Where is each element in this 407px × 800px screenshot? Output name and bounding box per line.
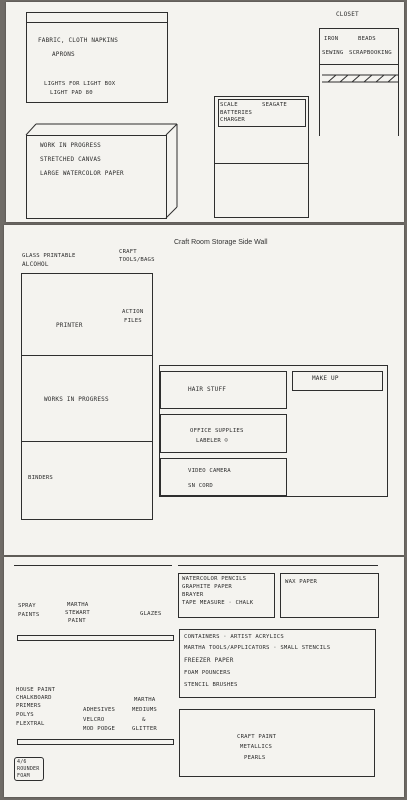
fabric-line-4: LIGHT PAD 80: [50, 90, 93, 96]
makeup-bin: [292, 371, 383, 391]
printer-label: PRINTER: [56, 322, 83, 329]
containers-bin: [179, 629, 376, 698]
closet-rod-hatching: [25, 74, 398, 219]
office-supplies-bin: [160, 414, 287, 453]
house-line-1: HOUSE PAINT: [16, 687, 56, 693]
martha-line-2: STEWART: [65, 610, 90, 616]
containers-line-5: STENCIL BRUSHES: [184, 682, 238, 688]
closet-shelf-line: [319, 64, 399, 65]
binders-label: BINDERS: [28, 475, 53, 481]
foam-rounder-box: [14, 757, 44, 781]
fabric-box-top-line: [26, 22, 168, 23]
adhesives-line-3: MOD PODGE: [83, 726, 116, 732]
watercolor-line-2: GRAPHITE PAPER: [182, 584, 232, 590]
craft-line-1: CRAFT: [119, 249, 137, 255]
closet-label: CLOSET: [336, 11, 359, 18]
cabinet-divider-1: [21, 355, 153, 356]
seagate-label: SEAGATE: [262, 102, 287, 108]
scale-cabinet-divider: [214, 163, 309, 164]
closet-iron: IRON: [324, 36, 339, 42]
watercolor-line-3: BRAYER: [182, 592, 204, 598]
house-line-4: POLYS: [16, 712, 34, 718]
martha2-line-3: &: [142, 717, 146, 723]
sheet-closet-wall: CLOSET IRON BEADS SEWING SCRAPBOOKING FA…: [6, 2, 404, 222]
fabric-line-3: LIGHTS FOR LIGHT BOX: [44, 81, 116, 87]
fabric-line-1: FABRIC, CLOTH NAPKINS: [38, 37, 119, 44]
containers-line-3: FREEZER PAPER: [184, 657, 234, 664]
video-camera-bin: [160, 458, 287, 496]
closet-box: [319, 28, 399, 136]
batteries-label: BATTERIES: [220, 110, 253, 116]
closet-scrapbooking: SCRAPBOOKING: [349, 50, 392, 56]
office-line-2: LABELER ☺: [196, 438, 229, 444]
house-line-2: CHALKBOARD: [16, 695, 52, 701]
work-in-progress-box: [26, 135, 167, 219]
note-line-1: 4/6: [17, 759, 27, 765]
watercolor-bin: [178, 573, 275, 618]
page-title: Craft Room Storage Side Wall: [174, 239, 268, 246]
scale-label: SCALE: [220, 102, 238, 108]
wax-paper-label: WAX PAPER: [285, 579, 318, 585]
containers-line-1: CONTAINERS · ARTIST ACRYLICS: [184, 634, 284, 640]
sheet-paint-wall: SPRAY PAINTS MARTHA STEWART PAINT GLAZES…: [4, 557, 404, 797]
adhesives-line-2: VELCRO: [83, 717, 105, 723]
makeup-label: MAKE UP: [312, 375, 339, 382]
wax-paper-bin: [280, 573, 379, 618]
video-line-1: VIDEO CAMERA: [188, 468, 231, 474]
fabric-box: [26, 12, 168, 103]
top-shelf-line-left: [14, 565, 172, 566]
watercolor-line-1: WATERCOLOR PENCILS: [182, 576, 247, 582]
spray-line-1: SPRAY: [18, 603, 36, 609]
paint-shelf-1: [17, 635, 174, 641]
wip-line-3: LARGE WATERCOLOR PAPER: [40, 170, 124, 177]
charger-label: CHARGER: [220, 117, 245, 123]
craftpaint-line-1: CRAFT PAINT: [237, 734, 277, 740]
works-label: WORKS IN PROGRESS: [44, 396, 109, 403]
fabric-line-2: APRONS: [52, 51, 75, 58]
note-line-3: FOAM: [17, 773, 30, 779]
watercolor-line-4: TAPE MEASURE · CHALK: [182, 600, 254, 606]
top-shelf-line-right: [178, 565, 378, 566]
action-line-2: FILES: [124, 318, 142, 324]
paint-shelf-2: [17, 739, 174, 745]
hair-stuff-label: HAIR STUFF: [188, 386, 227, 393]
cabinet-divider-2: [21, 441, 153, 442]
craft-line-2: TOOLS/BAGS: [119, 257, 155, 263]
martha2-line-2: MEDIUMS: [132, 707, 157, 713]
craftpaint-line-3: PEARLS: [244, 755, 266, 761]
craftpaint-line-2: METALLICS: [240, 744, 273, 750]
closet-beads: BEADS: [358, 36, 376, 42]
house-line-3: PRIMERS: [16, 703, 41, 709]
office-line-1: OFFICE SUPPLIES: [190, 428, 244, 434]
glazes-label: GLAZES: [140, 611, 162, 617]
hair-stuff-bin: [160, 371, 287, 409]
left-cabinet: [21, 273, 153, 520]
craft-paint-bin: [179, 709, 375, 777]
action-line-1: ACTION: [122, 309, 144, 315]
martha2-line-4: GLITTER: [132, 726, 157, 732]
spray-line-2: PAINTS: [18, 612, 40, 618]
glass-line-1: GLASS PRINTABLE: [22, 253, 76, 259]
video-line-2: SN CORD: [188, 483, 213, 489]
sheet-side-wall: Craft Room Storage Side Wall GLASS PRINT…: [4, 225, 404, 555]
containers-line-2: MARTHA TOOLS/APPLICATORS · SMALL STENCIL…: [184, 645, 331, 651]
right-shelf-unit: [159, 365, 388, 497]
martha2-line-1: MARTHA: [134, 697, 156, 703]
note-line-2: ROUNDER: [17, 766, 40, 772]
martha-line-1: MARTHA: [67, 602, 89, 608]
containers-line-4: FOAM POUNCERS: [184, 670, 231, 676]
martha-line-3: PAINT: [68, 618, 86, 624]
glass-line-2: ALCOHOL: [22, 261, 49, 268]
wip-line-1: WORK IN PROGRESS: [40, 142, 101, 149]
scale-drawer: [218, 99, 306, 127]
scale-cabinet: [214, 96, 309, 218]
wip-line-2: STRETCHED CANVAS: [40, 156, 101, 163]
adhesives-line-1: ADHESIVES: [83, 707, 116, 713]
house-line-5: FLEXTRAL: [16, 721, 45, 727]
closet-sewing: SEWING: [322, 50, 344, 56]
